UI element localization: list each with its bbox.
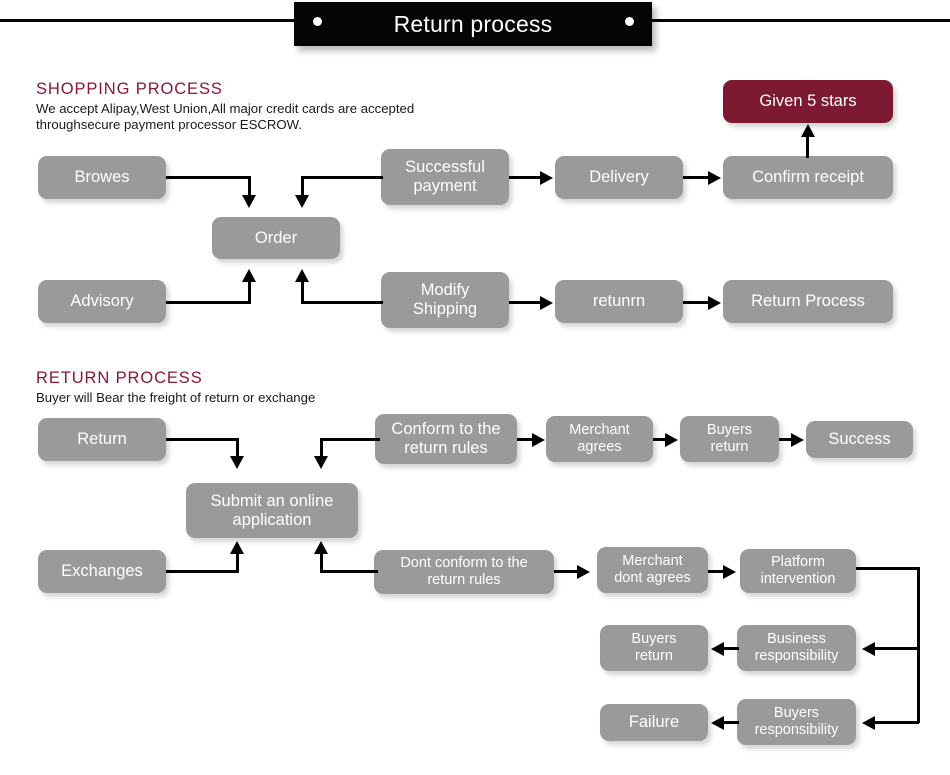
connector-bus-buyersresp-h [874, 721, 919, 724]
connector-return-submit-v [236, 438, 239, 459]
shopping-process-description: We accept Alipay,West Union,All major cr… [36, 101, 415, 132]
page-title: Return process [393, 11, 553, 37]
connector-conform-merchantagrees [517, 438, 537, 441]
connector-modify-order-v [301, 281, 304, 304]
header-plate [294, 2, 652, 46]
connector-return-submit-h [166, 438, 239, 441]
connector-buyersreturn-success [779, 438, 795, 441]
connector-retunrn-returnprocess [683, 301, 710, 304]
connector-payment-order-v [301, 176, 304, 198]
header-dot-left-icon [313, 17, 322, 26]
connector-browes-order-v [248, 176, 251, 198]
header-banner: Return process [0, 0, 950, 52]
connector-dontconform-submit-v [320, 553, 323, 573]
arrow-merchantagrees-buyersreturn [665, 433, 678, 447]
connector-exchanges-submit-h [166, 570, 239, 573]
node-given-5-stars[interactable]: Given 5 stars [723, 80, 893, 123]
connector-buyersresp-failure [723, 721, 739, 724]
node-success[interactable]: Success [806, 421, 913, 458]
arrow-conform-submit [314, 456, 328, 469]
connector-bus-business-h [874, 647, 919, 650]
node-return[interactable]: Return [38, 418, 166, 461]
arrow-retunrn-returnprocess [708, 296, 721, 310]
node-return-process[interactable]: Return Process [723, 280, 893, 323]
arrow-delivery-confirm [708, 171, 721, 185]
node-retunrn[interactable]: retunrn [555, 280, 683, 323]
arrow-modify-retunrn [540, 296, 553, 310]
connector-browes-order-h [166, 176, 251, 179]
node-conform-to-return-rules[interactable]: Conform to the return rules [375, 414, 517, 464]
connector-exchanges-submit-v [236, 553, 239, 573]
node-dont-conform-to-return-rules[interactable]: Dont conform to the return rules [374, 550, 554, 594]
arrow-confirm-stars [801, 124, 815, 137]
connector-delivery-confirm [683, 176, 710, 179]
node-merchant-agrees[interactable]: Merchant agrees [546, 416, 653, 462]
header-dot-right-icon [625, 17, 634, 26]
connector-advisory-order-v [248, 281, 251, 304]
arrow-buyersreturn-success [791, 433, 804, 447]
connector-conform-submit-v [320, 438, 323, 459]
node-order[interactable]: Order [212, 217, 340, 259]
return-process-heading: RETURN PROCESS [36, 369, 203, 387]
node-exchanges[interactable]: Exchanges [38, 550, 166, 593]
node-buyers-return-top[interactable]: Buyers return [680, 416, 779, 462]
connector-payment-order-h [301, 176, 383, 179]
arrow-buyersresp-failure [711, 716, 724, 730]
node-buyers-responsibility[interactable]: Buyers responsibility [737, 699, 856, 745]
return-process-description: Buyer will Bear the freight of return or… [36, 390, 316, 405]
arrow-browes-order [242, 195, 256, 208]
node-merchant-dont-agrees[interactable]: Merchant dont agrees [597, 547, 708, 593]
connector-platform-bus-h [856, 567, 920, 570]
node-advisory[interactable]: Advisory [38, 280, 166, 323]
arrow-bus-business [862, 642, 875, 656]
node-successful-payment[interactable]: Successful payment [381, 149, 509, 205]
arrow-business-buyersreturn [711, 642, 724, 656]
shopping-process-heading: SHOPPING PROCESS [36, 80, 223, 98]
node-platform-intervention[interactable]: Platform intervention [740, 549, 856, 593]
connector-modify-retunrn [509, 301, 542, 304]
node-failure[interactable]: Failure [600, 704, 708, 741]
connector-merchantdont-platform [708, 570, 727, 573]
arrow-payment-delivery [540, 171, 553, 185]
arrow-advisory-order [242, 269, 256, 282]
node-business-responsibility[interactable]: Business responsibility [737, 625, 856, 671]
arrow-modify-order [295, 269, 309, 282]
arrow-dontconform-merchantdont [577, 565, 590, 579]
connector-modify-order-h [301, 301, 383, 304]
arrow-dontconform-submit [314, 541, 328, 554]
connector-confirm-stars [806, 136, 809, 158]
node-browes[interactable]: Browes [38, 156, 166, 199]
arrow-merchantdont-platform [723, 565, 736, 579]
node-modify-shipping[interactable]: Modify Shipping [381, 272, 509, 328]
node-submit-online-application[interactable]: Submit an online application [186, 483, 358, 538]
arrow-conform-merchantagrees [532, 433, 545, 447]
connector-business-buyersreturn [723, 647, 739, 650]
arrow-payment-order [295, 195, 309, 208]
connector-advisory-order-h [166, 301, 251, 304]
connector-conform-submit-h [320, 438, 380, 441]
node-confirm-receipt[interactable]: Confirm receipt [723, 156, 893, 199]
connector-right-bus-v [917, 567, 920, 723]
connector-dontconform-merchantdont [554, 570, 582, 573]
arrow-return-submit [230, 456, 244, 469]
node-delivery[interactable]: Delivery [555, 156, 683, 199]
connector-payment-delivery [509, 176, 542, 179]
arrow-bus-buyersresp [862, 716, 875, 730]
arrow-exchanges-submit [230, 541, 244, 554]
node-buyers-return-mid[interactable]: Buyers return [600, 625, 708, 671]
connector-merchantagrees-buyersreturn [653, 438, 669, 441]
connector-dontconform-submit-h [320, 570, 378, 573]
